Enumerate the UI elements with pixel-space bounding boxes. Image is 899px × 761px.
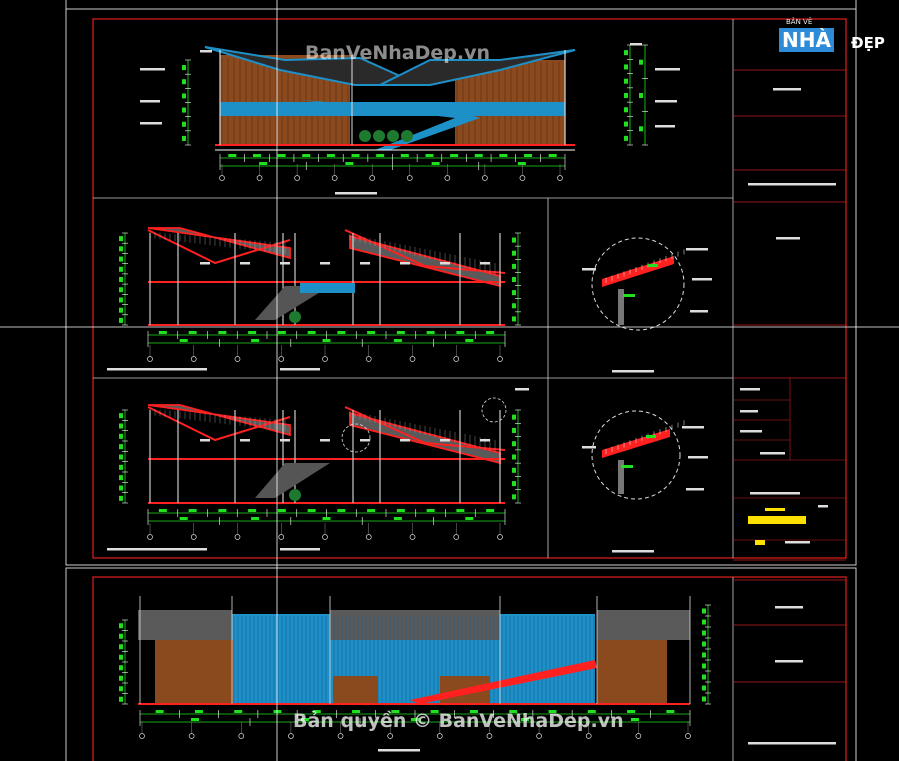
- logo-suffix-text: ĐẸP: [851, 34, 885, 52]
- glass-b1: [232, 614, 330, 704]
- ramp-top: [300, 100, 480, 150]
- wall-bl: [155, 640, 233, 704]
- glass-b3: [500, 614, 595, 644]
- watermark-bottom: Bản quyền © BanVeNhaDep.vn: [293, 710, 624, 732]
- frame-inner-lower: [92, 576, 847, 761]
- elevation-bottom-drawing: [119, 596, 711, 752]
- logo-small-text: BẢN VẼ: [786, 18, 813, 26]
- roof-bl: [138, 610, 232, 640]
- frame-inner-upper: [92, 18, 847, 559]
- stamp-yellow: [748, 516, 806, 524]
- title-block: [733, 69, 846, 745]
- section-2-drawing: [107, 388, 529, 551]
- elevation-top-drawing: [140, 43, 680, 195]
- roof-bm: [330, 610, 500, 640]
- frame-top-strip: [65, 0, 857, 10]
- section-1-drawing: [107, 227, 521, 371]
- watermark-top: BanVeNhaDep.vn: [305, 42, 491, 64]
- ramp-bottom: [410, 660, 597, 704]
- frame-sheet-lower: [65, 567, 857, 761]
- frame-sheet-upper: [65, 8, 857, 566]
- sheet-frames: [65, 0, 857, 761]
- logo-highlight-text: NHÀ: [779, 28, 834, 52]
- roof-br: [597, 610, 690, 640]
- roof-right: [379, 49, 576, 86]
- detail-circles: [582, 237, 712, 553]
- wall-br: [597, 640, 667, 704]
